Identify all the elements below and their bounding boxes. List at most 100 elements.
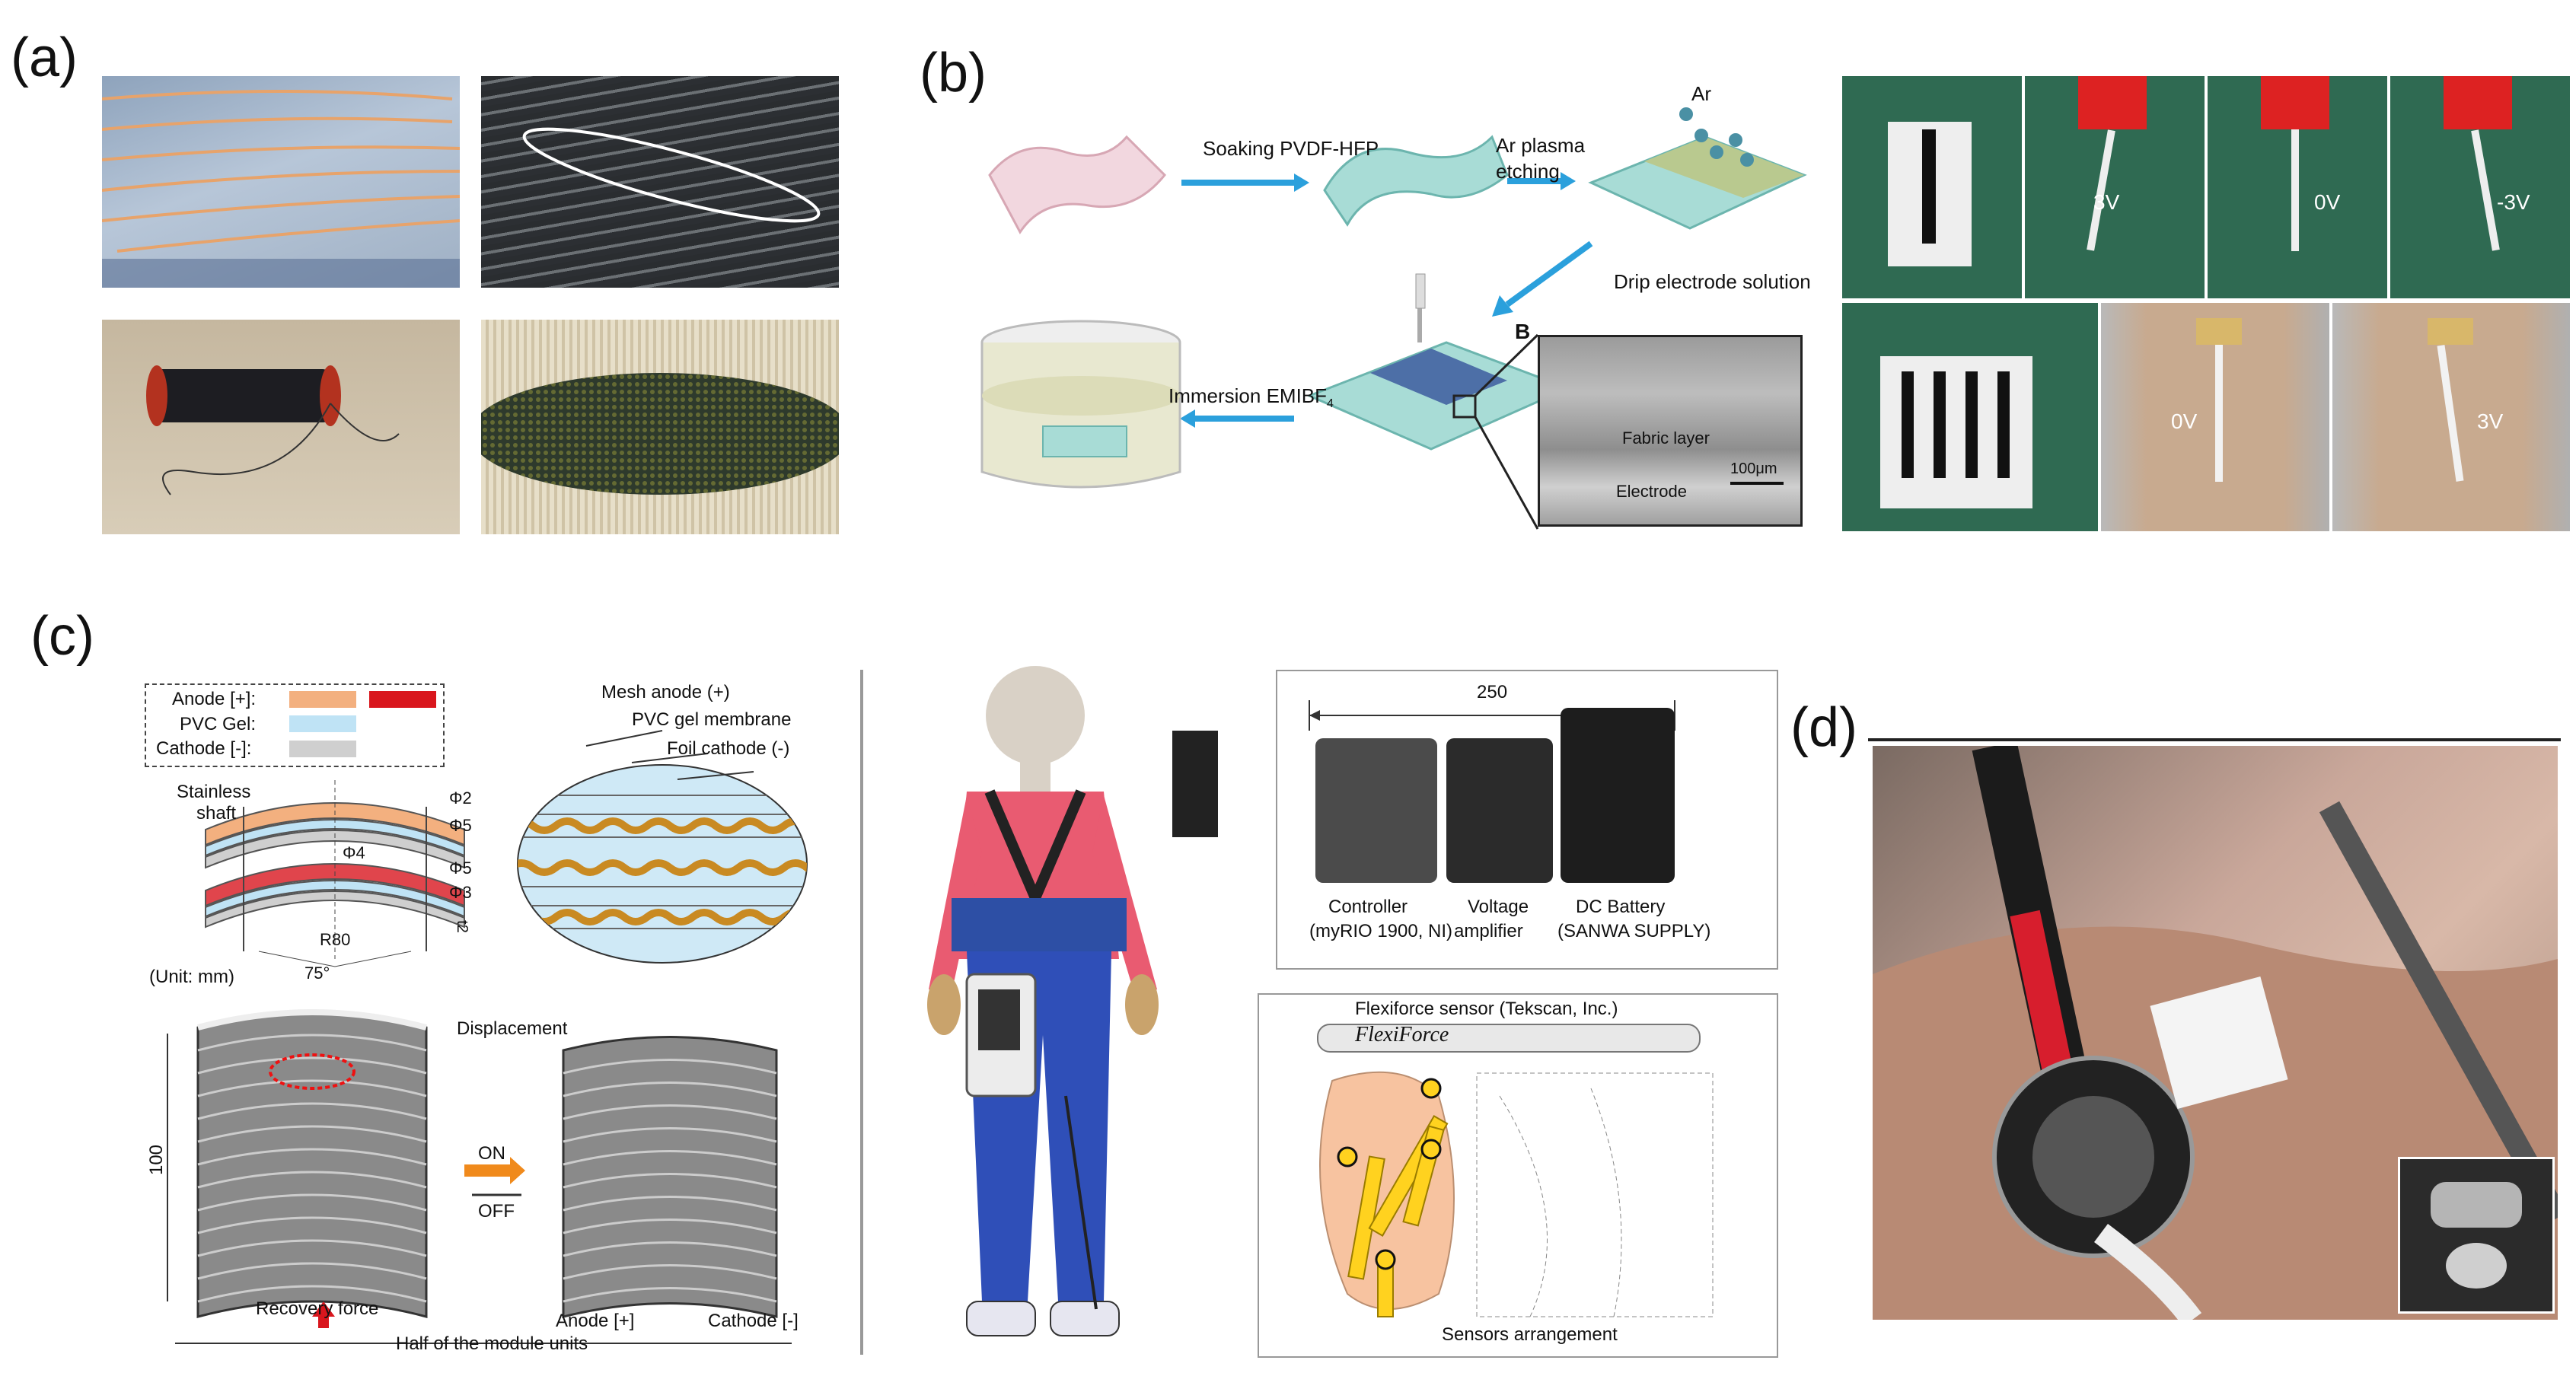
legend-pvc-label: PVC Gel: [180, 714, 257, 734]
phi3-label: Φ3 [449, 883, 472, 902]
photo-actuator-neg3v: -3V [2390, 76, 2570, 298]
sem-image: Fabric layer Electrode 100μm [1538, 335, 1803, 527]
pvc-membrane-label: PVC gel membrane [632, 709, 792, 730]
r80-label: R80 [320, 930, 351, 949]
spool-drawing [146, 365, 400, 495]
strip [2215, 345, 2223, 482]
sem-scale-bar [1730, 482, 1784, 485]
unit-label: (Unit: mm) [149, 967, 234, 987]
strip [2291, 129, 2299, 251]
inset-device [2431, 1182, 2522, 1228]
stripe [1902, 371, 1914, 478]
phi4-label: Φ4 [343, 843, 365, 862]
controller-device [1315, 738, 1437, 883]
step-immersion-subscript: 4 [1327, 397, 1334, 411]
photo-thread-spool [102, 320, 460, 534]
anode-terminal-label: Anode [+] [556, 1311, 635, 1331]
flexiforce-brand: FlexiForce [1355, 1023, 1449, 1046]
height-label: 100 [146, 1144, 167, 1176]
step-plasma-label-2: etching [1496, 160, 1560, 183]
angle-label: 75° [304, 964, 330, 983]
red-clip [2261, 76, 2329, 129]
voltage-label-bottom-1: 0V [2171, 409, 2198, 433]
phi5a-label: Φ5 [449, 816, 472, 835]
voltage-label-top-3: -3V [2497, 190, 2530, 214]
photo-textile-0v: 0V [2101, 303, 2329, 531]
panel-label-a: (a) [11, 27, 78, 88]
photo-dark-woven-fabric [481, 76, 839, 288]
stripe [1997, 371, 2010, 478]
strip [2471, 129, 2500, 251]
strip [2437, 345, 2464, 482]
photo-actuator-3v: 3V [2025, 76, 2205, 298]
photo-fabric-with-wires [102, 76, 460, 288]
hardware-width-label: 250 [1477, 682, 1508, 702]
legend-cathode-label: Cathode [-]: [156, 738, 252, 759]
cathode-terminal-label: Cathode [-] [708, 1311, 799, 1331]
fabrication-schematic [980, 107, 1807, 530]
sensors-arrangement-label: Sensors arrangement [1442, 1324, 1618, 1345]
controller-label-2: (myRIO 1900, NI) [1309, 921, 1453, 941]
recovery-force-label: Recovery force [256, 1298, 379, 1319]
amplifier-device [1446, 738, 1553, 883]
black-electrode-stripe [1922, 129, 1936, 244]
foil-cathode-label: Foil cathode (-) [667, 738, 790, 759]
stripe [1965, 371, 1978, 478]
sem-scale-label: 100μm [1730, 460, 1777, 477]
phi5b-label: Φ5 [449, 859, 472, 878]
sem-label: B [1515, 320, 1531, 343]
mannequin-figure [927, 666, 1218, 1336]
shaft-label-2: shaft [196, 803, 237, 823]
step-soak-label: Soaking PVDF-HFP [1203, 137, 1379, 160]
battery-label-2: (SANWA SUPPLY) [1557, 921, 1711, 941]
inset-knob [2446, 1243, 2507, 1289]
voltage-label-bottom-2: 3V [2477, 409, 2504, 433]
shaft-label-1: Stainless [177, 782, 251, 802]
sem-electrode-label: Electrode [1616, 482, 1687, 501]
mesh-anode-label: Mesh anode (+) [601, 682, 730, 702]
flexiforce-strip [1317, 1024, 1701, 1053]
step-plasma-label-1: Ar plasma [1496, 134, 1586, 157]
off-label: OFF [478, 1201, 515, 1222]
panel-label-b: (b) [920, 43, 987, 104]
battery-device [1561, 708, 1675, 883]
wrist-illustration [1873, 746, 2558, 1320]
photo-actuator-0v: 0V [2208, 76, 2387, 298]
stripe [1934, 371, 1946, 478]
thickness-label: t2 [453, 920, 470, 933]
inset-photo [2398, 1157, 2555, 1314]
foot-sensor-drawing [1319, 1071, 1714, 1317]
legend-cathode-swatch [289, 741, 356, 757]
clamp [2428, 318, 2473, 345]
photo-knitted-fabric [481, 320, 839, 534]
membrane-zoom-drawing [517, 730, 808, 964]
legend-box [145, 683, 445, 767]
panel-d-top-rule [1868, 738, 2561, 741]
legend-pvc-swatch [289, 715, 356, 732]
divider-line [860, 670, 863, 1355]
step-immersion-label: Immersion EMIBF4 [1168, 384, 1334, 411]
photo-multi-stripe-sample [1842, 303, 2098, 531]
red-clip [2078, 76, 2147, 129]
amplifier-label-1: Voltage [1468, 897, 1529, 917]
sensor-title: Flexiforce sensor (Tekscan, Inc.) [1355, 999, 1618, 1019]
wire-lines [102, 90, 460, 288]
photo-strip-sample [1842, 76, 2022, 298]
step-drip-label: Drip electrode solution [1614, 270, 1811, 293]
layer-stack-drawing [205, 780, 465, 967]
voltage-label-top-1: 3V [2093, 190, 2120, 214]
on-label: ON [478, 1143, 505, 1164]
legend-anode-swatch-2 [369, 691, 436, 708]
displacement-label: Displacement [457, 1018, 568, 1039]
highlight-ellipse [522, 127, 821, 223]
half-module-label: Half of the module units [396, 1333, 588, 1354]
phi2-label: Φ2 [449, 788, 472, 808]
panel-label-c: (c) [30, 606, 94, 667]
photo-textile-3v: 3V [2332, 303, 2570, 531]
red-clip [2444, 76, 2512, 129]
sem-fabric-label: Fabric layer [1622, 428, 1710, 448]
panel-label-d: (d) [1790, 697, 1857, 758]
knit-pattern [481, 373, 839, 495]
clamp [2196, 318, 2242, 345]
legend-anode-label: Anode [+]: [172, 689, 257, 709]
